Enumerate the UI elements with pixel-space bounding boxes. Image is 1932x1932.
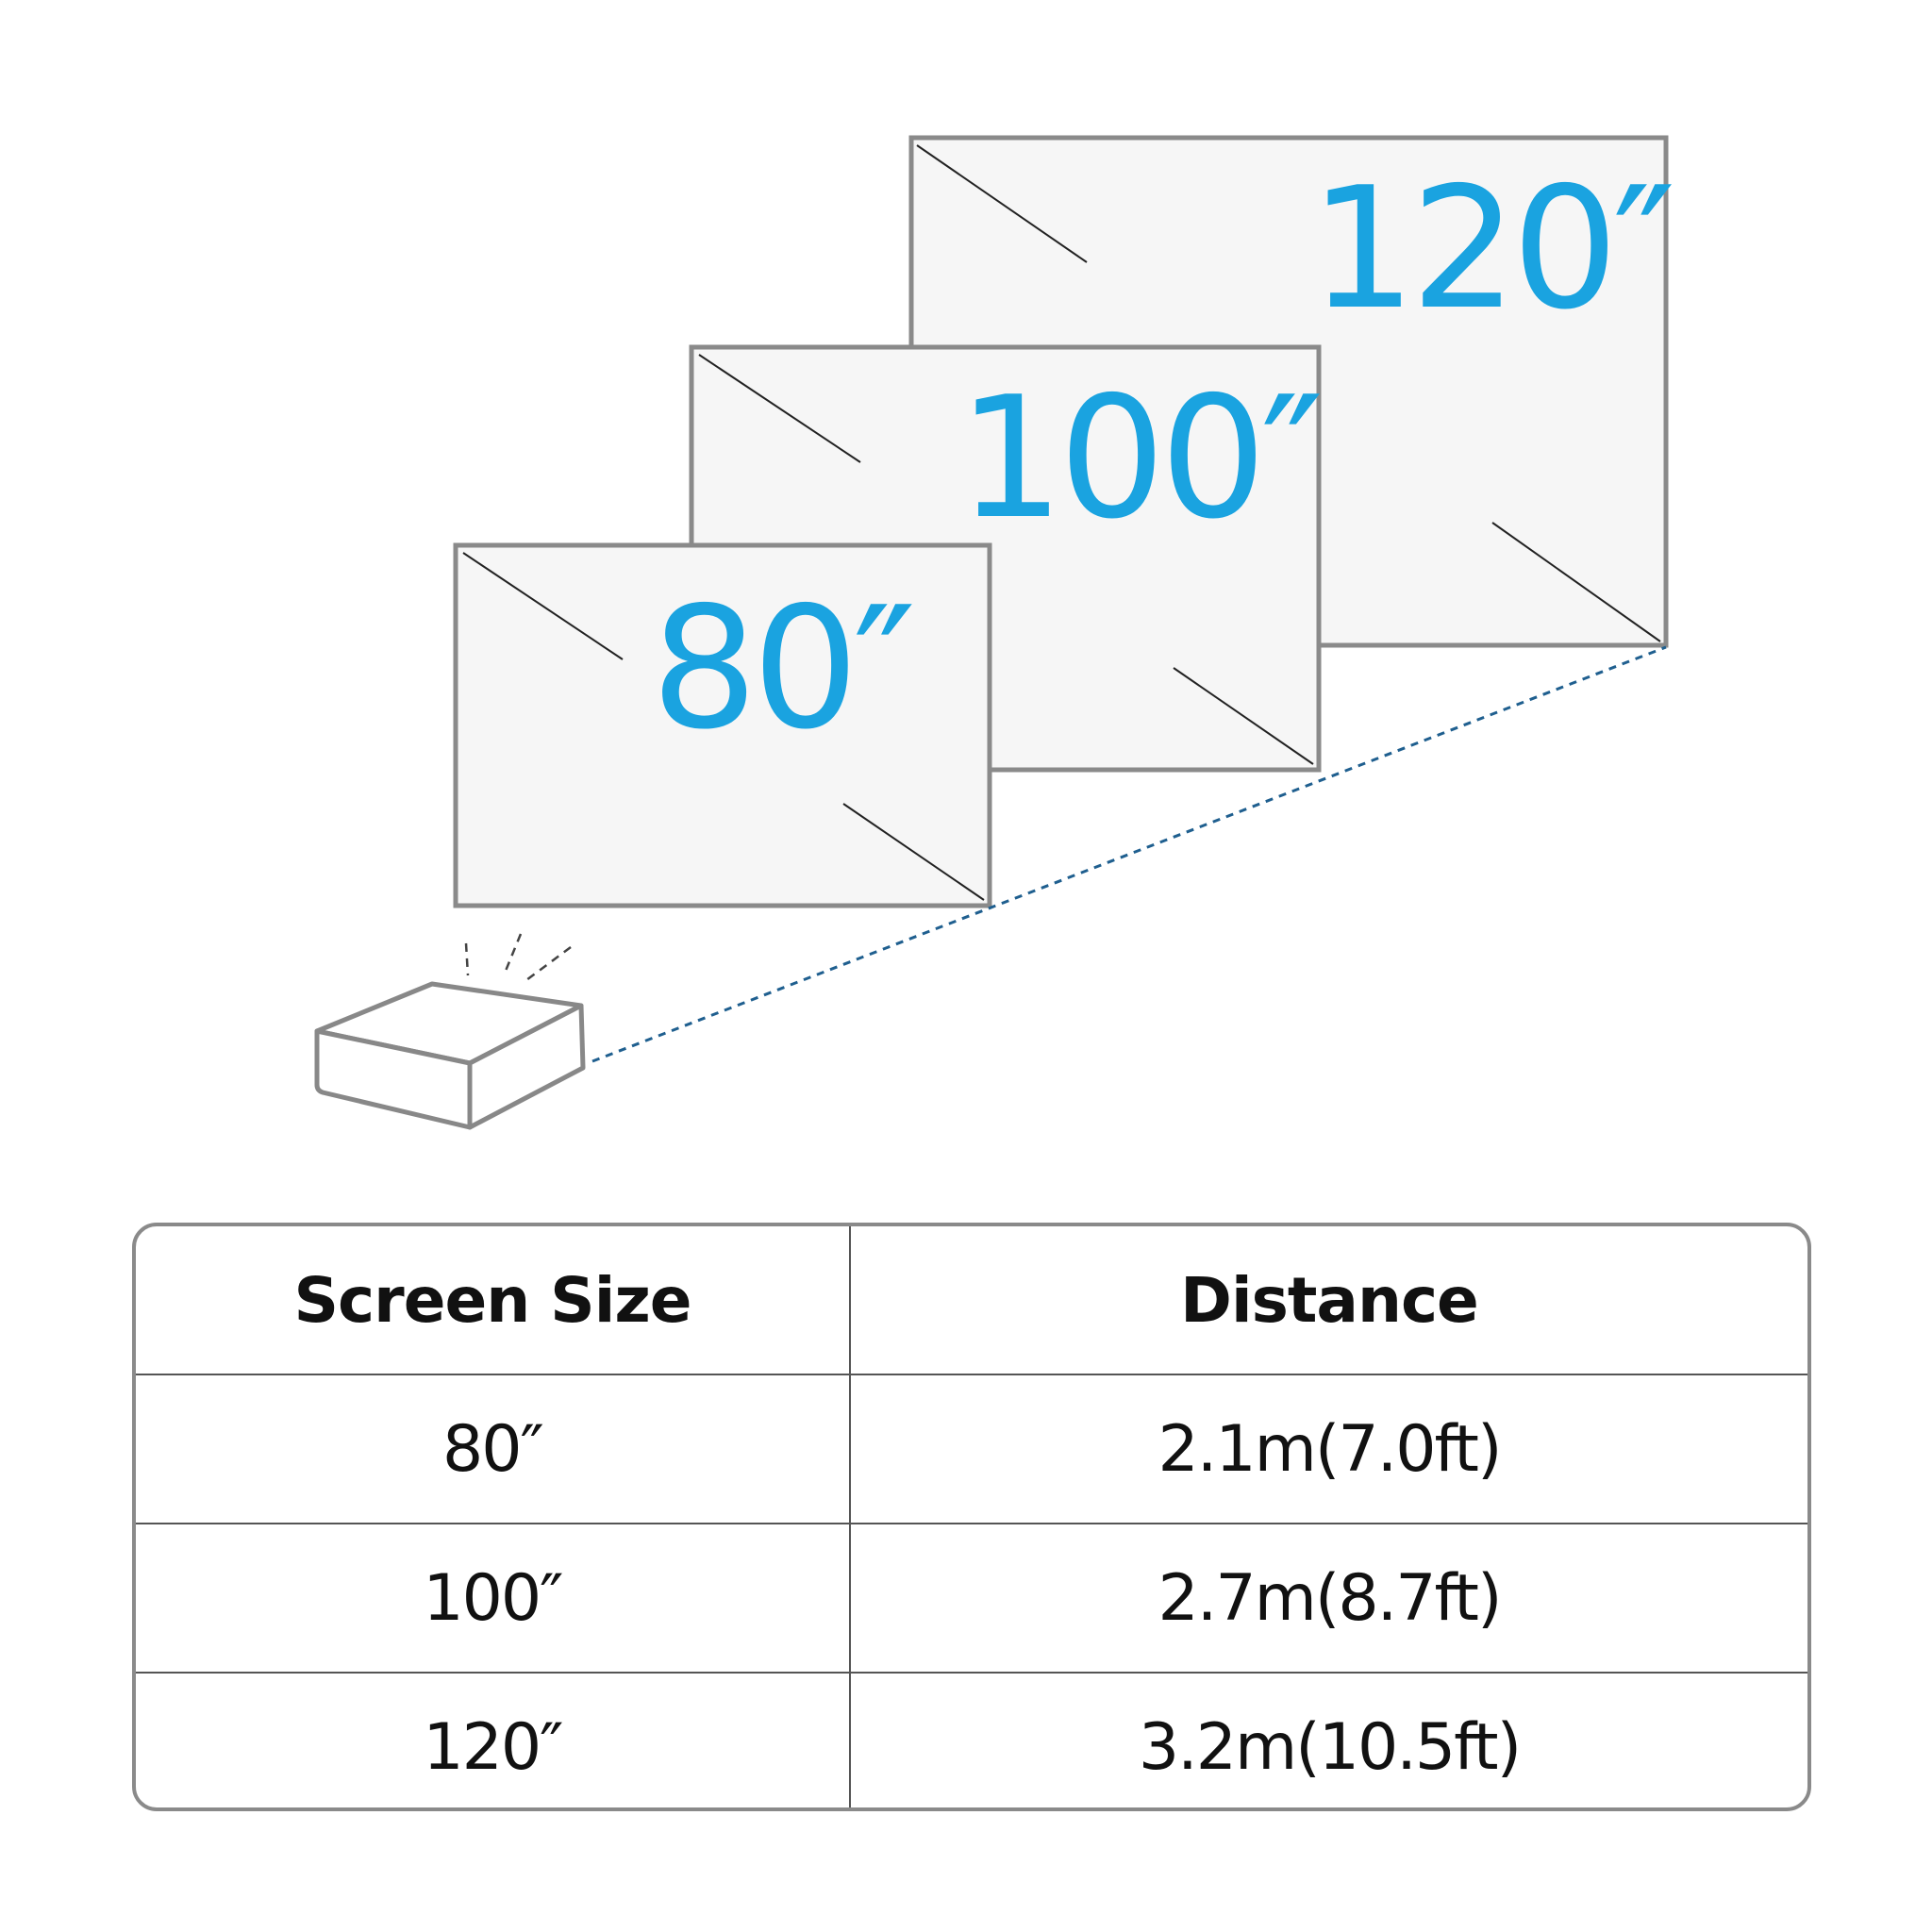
table-row: 80″ 2.1m(7.0ft) (136, 1374, 1807, 1524)
cell-screen-size: 120″ (136, 1672, 850, 1807)
screen-label-120: 120″ (1309, 151, 1673, 346)
table-row: 100″ 2.7m(8.7ft) (136, 1523, 1807, 1673)
cell-screen-size: 80″ (136, 1374, 850, 1524)
table-header-row: Screen Size Distance (136, 1226, 1807, 1374)
screen-80: 80″ (453, 542, 992, 908)
projector-icon (314, 981, 586, 1130)
table-row: 120″ 3.2m(10.5ft) (136, 1672, 1807, 1807)
header-distance: Distance (849, 1226, 1807, 1374)
cell-distance: 2.7m(8.7ft) (849, 1523, 1807, 1673)
header-screen-size: Screen Size (293, 1263, 691, 1337)
cell-distance: 2.1m(7.0ft) (849, 1374, 1807, 1524)
light-rays (464, 933, 572, 985)
screen-distance-table: Screen Size Distance 80″ 2.1m(7.0ft) 100… (132, 1223, 1811, 1811)
cell-screen-size: 100″ (136, 1523, 850, 1673)
cell-distance: 3.2m(10.5ft) (849, 1672, 1807, 1807)
screen-label-80: 80″ (651, 571, 912, 766)
screen-label-100: 100″ (958, 360, 1321, 556)
screen-size-diagram: 120″ 100″ 80″ (314, 135, 1678, 1130)
